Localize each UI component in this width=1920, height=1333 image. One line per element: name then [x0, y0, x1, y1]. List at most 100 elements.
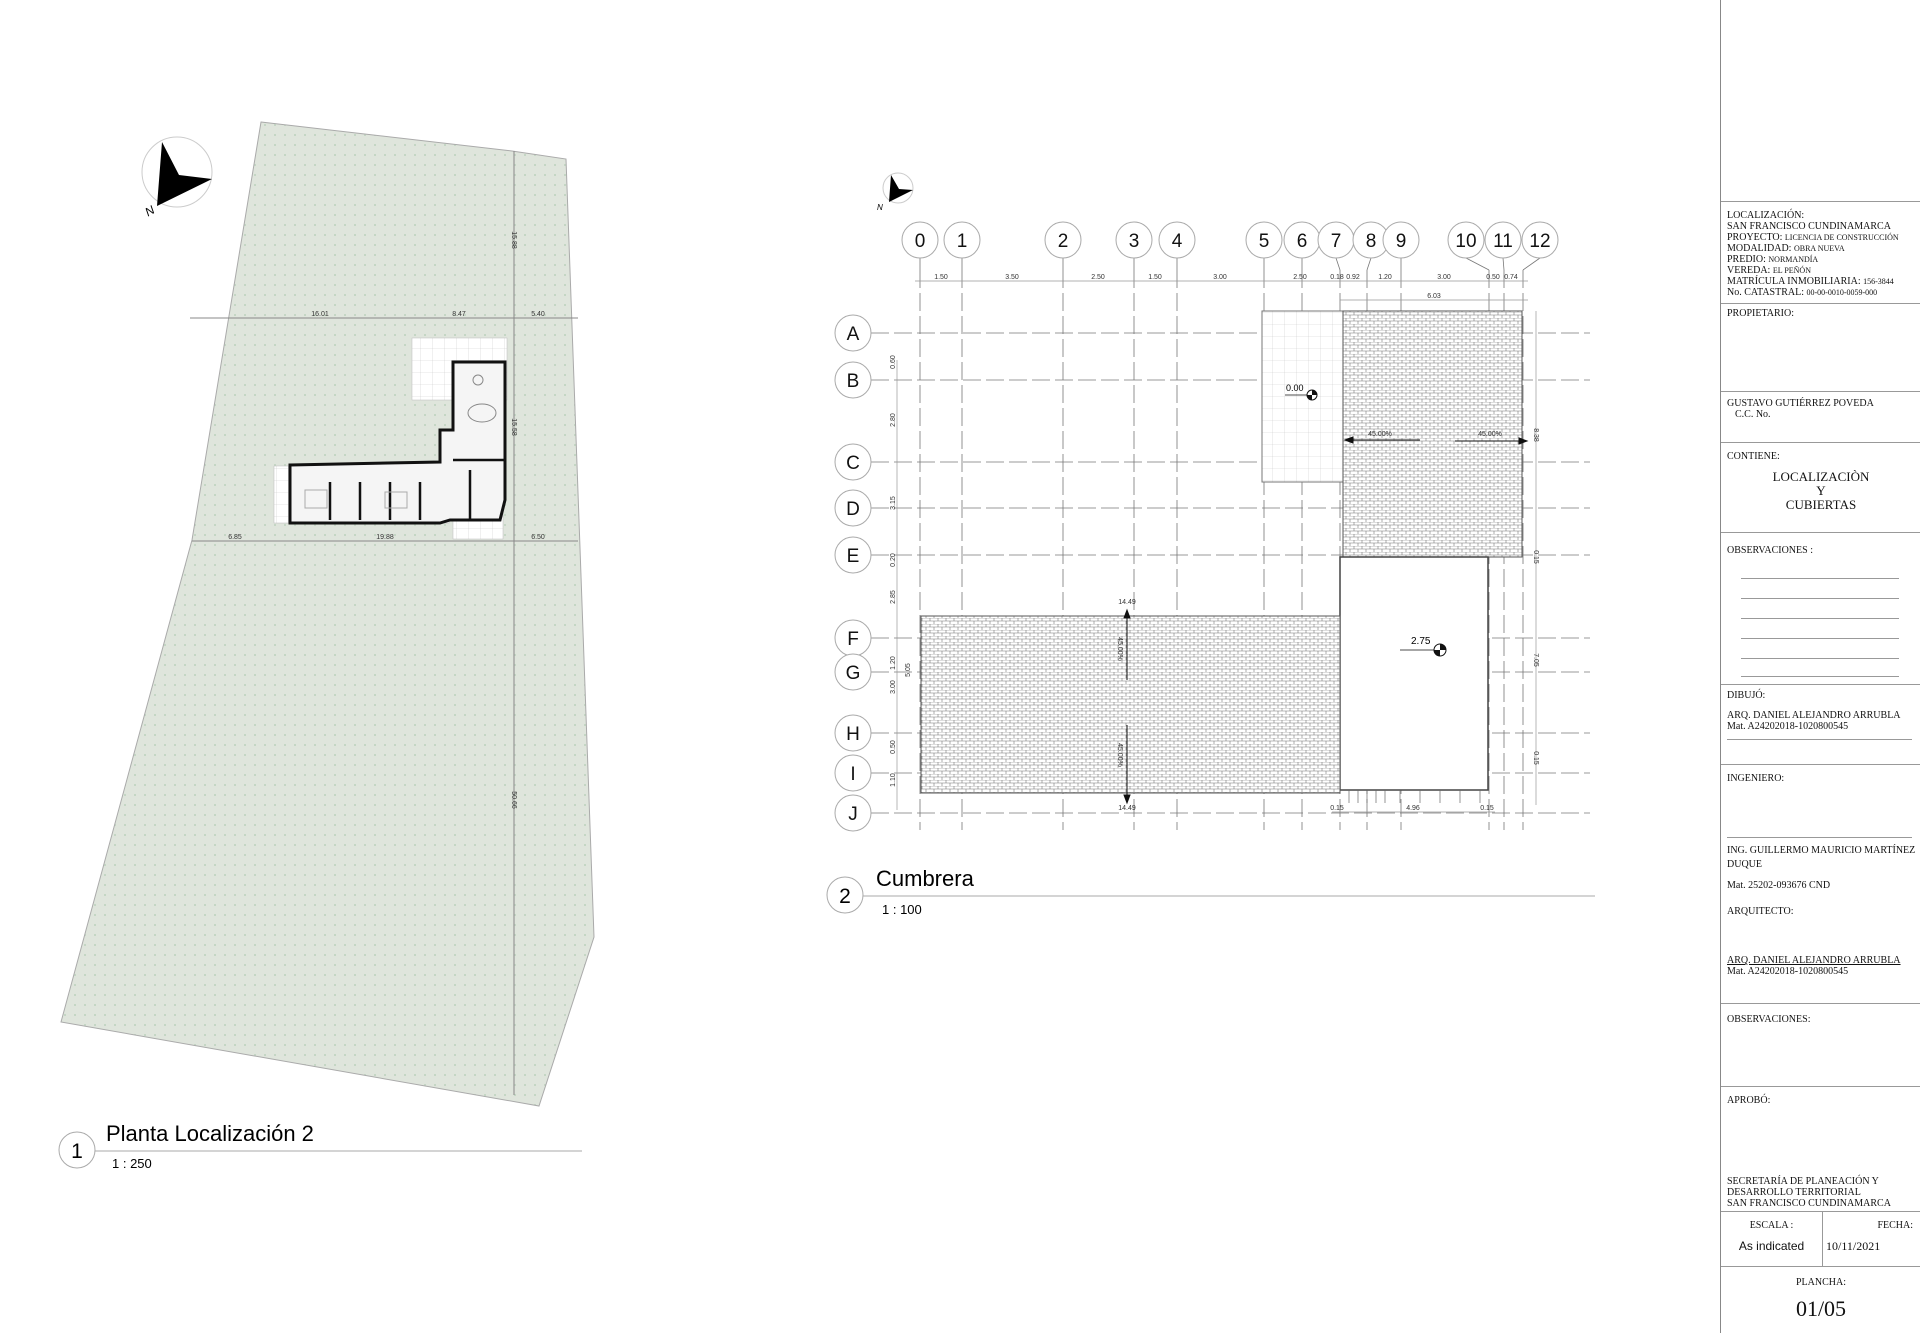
slope-label: 45.00%	[1116, 743, 1123, 767]
dimension-label: 0.18	[1330, 274, 1344, 281]
grid-bubble-column	[943, 221, 981, 259]
dimension-label: 3.00	[890, 680, 897, 694]
dimension-label: 0.20	[890, 553, 897, 567]
view-title: Planta Localización 2	[106, 1121, 314, 1146]
grid-label-row: G	[846, 663, 861, 684]
grid-leader-column	[1335, 257, 1341, 271]
flat-roof	[1339, 556, 1489, 791]
grid-label-row: H	[846, 724, 860, 745]
house-footprint	[273, 337, 508, 540]
slope-label: 45.00%	[1368, 431, 1392, 438]
observaciones2-section: OBSERVACIONES:	[1721, 1004, 1920, 1087]
proyecto-label: PROYECTO:	[1727, 232, 1783, 243]
grid-bubble-column	[1158, 221, 1196, 259]
view-scale: 1 : 250	[112, 1156, 152, 1171]
grid-bubble-row	[834, 754, 872, 792]
grid-leader-column	[1465, 257, 1490, 271]
tiled-roof-upper	[1342, 310, 1523, 558]
level-label: 0.00	[1286, 383, 1304, 393]
catastral-label: No. CATASTRAL:	[1727, 287, 1804, 298]
aprobo-line: DESARROLLO TERRITORIAL	[1727, 1187, 1861, 1198]
matricula-value: 156-3844	[1863, 277, 1894, 286]
grid-label-column: 5	[1259, 231, 1270, 252]
grid-label-column: 8	[1366, 231, 1377, 252]
grid-label-row: D	[846, 499, 860, 520]
slope-label: 45.00%	[1478, 431, 1502, 438]
slope-arrowhead	[1343, 436, 1354, 444]
dimension-label: 8.47	[452, 311, 466, 318]
escala-value: As indicated	[1738, 1239, 1805, 1253]
dimension-label: 0.15	[1532, 550, 1539, 564]
level-marker-patio: 0.00	[1285, 383, 1318, 401]
aprobo-section: APROBÓ: SECRETARÍA DE PLANEACIÓN Y DESAR…	[1721, 1087, 1920, 1212]
aprobo-label: APROBÓ:	[1727, 1095, 1771, 1106]
dimension-label: 1.50	[934, 274, 948, 281]
grid-bubble-column	[1115, 221, 1153, 259]
level-marker-flat-roof: 2.75	[1400, 636, 1447, 657]
dimension-label: 2.80	[890, 413, 897, 427]
grid-label-row: I	[850, 764, 855, 785]
site-plan: 16.01 8.47 5.40 15.88 15.58 6.85 19.88 6…	[58, 121, 595, 1171]
dimension-label: 0.15	[1532, 751, 1539, 765]
dibujo-section: DIBUJÓ: ARQ. DANIEL ALEJANDRO ARRUBLA Ma…	[1721, 685, 1920, 765]
drawing-sheet: 16.01 8.47 5.40 15.88 15.58 6.85 19.88 6…	[58, 121, 1595, 1171]
grid-label-column: 9	[1396, 231, 1407, 252]
level-label: 2.75	[1411, 636, 1431, 647]
title-block: LOCALIZACIÓN: SAN FRANCISCO CUNDINAMARCA…	[1720, 0, 1920, 1333]
grid-label-column: 6	[1297, 231, 1308, 252]
dimension-label: 5.40	[531, 311, 545, 318]
dimension-label: 0.50	[1486, 274, 1500, 281]
propietario-section: PROPIETARIO:	[1721, 304, 1920, 392]
dibujo-label: DIBUJÓ:	[1727, 690, 1766, 701]
dimension-label: 6.85	[228, 534, 242, 541]
grid-label-column: 10	[1455, 231, 1476, 252]
dimension-label: 3.15	[890, 496, 897, 510]
roof-length-label: 14.49	[1118, 805, 1136, 812]
dimension-label: 0.15	[1480, 805, 1494, 812]
grid-bubble-column	[1484, 221, 1522, 259]
grid-bubble-column	[1382, 221, 1420, 259]
left-dimensions: 0.602.803.150.202.851.205.053.000.501.10	[890, 355, 912, 787]
dimension-label: 2.50	[1091, 274, 1105, 281]
localizacion-value: SAN FRANCISCO CUNDINAMARCA	[1727, 221, 1891, 232]
right-dimensions: 8.380.157.050.15	[1532, 428, 1539, 765]
patio-area	[1261, 310, 1344, 483]
contiene-label: CONTIENE:	[1727, 451, 1780, 462]
predio-label: PREDIO:	[1727, 254, 1766, 265]
view-number: 2	[839, 885, 851, 908]
dibujo-name: ARQ. DANIEL ALEJANDRO ARRUBLA	[1727, 710, 1901, 721]
aprobo-line: SAN FRANCISCO CUNDINAMARCA	[1727, 1198, 1891, 1209]
dimension-label: 6.03	[1427, 293, 1441, 300]
grid-bubble-column	[1245, 221, 1283, 259]
view-number: 1	[71, 1140, 83, 1163]
north-arrow-icon: N	[141, 136, 213, 219]
dimension-label: 7.05	[1532, 653, 1539, 667]
arquitecto-label: ARQUITECTO:	[1727, 906, 1794, 917]
ingeniero-mat: Mat. 25202-093676 CND	[1727, 880, 1831, 891]
grid-label-column: 0	[915, 231, 926, 252]
grid-bubble-column	[901, 221, 939, 259]
arquitecto-mat: Mat. A24202018-1020800545	[1727, 966, 1849, 977]
grid-bubble-row	[834, 536, 872, 574]
plancha-label: PLANCHA:	[1795, 1277, 1846, 1288]
plancha-value: 01/05	[1795, 1296, 1847, 1321]
slope-arrowhead	[1123, 608, 1131, 619]
escala-label: ESCALA :	[1749, 1220, 1794, 1231]
roof-length-label: 14.49	[1118, 599, 1136, 606]
dimension-label: 1.10	[890, 773, 897, 787]
propietario-name-section: GUSTAVO GUTIÉRREZ POVEDA C.C. No.	[1721, 392, 1920, 443]
proyecto-value: LICENCIA DE CONSTRUCCIÓN	[1784, 233, 1899, 242]
grid-bubble-column	[1044, 221, 1082, 259]
matricula-label: MATRÍCULA INMOBILIARIA:	[1727, 276, 1861, 287]
dimension-label: 2.50	[1293, 274, 1307, 281]
dimension-label: 15.58	[510, 418, 517, 436]
dimension-label: 4.96	[1406, 805, 1420, 812]
title-block-blank	[1721, 0, 1920, 202]
dimension-label: 19.88	[376, 534, 394, 541]
dimension-label: 16.01	[311, 311, 329, 318]
fecha-label: FECHA:	[1877, 1220, 1913, 1231]
contiene-section: CONTIENE: LOCALIZACIÒN Y CUBIERTAS	[1721, 443, 1920, 533]
slope-label: 45.00%	[1116, 637, 1123, 661]
grid-bubble-row	[834, 314, 872, 352]
